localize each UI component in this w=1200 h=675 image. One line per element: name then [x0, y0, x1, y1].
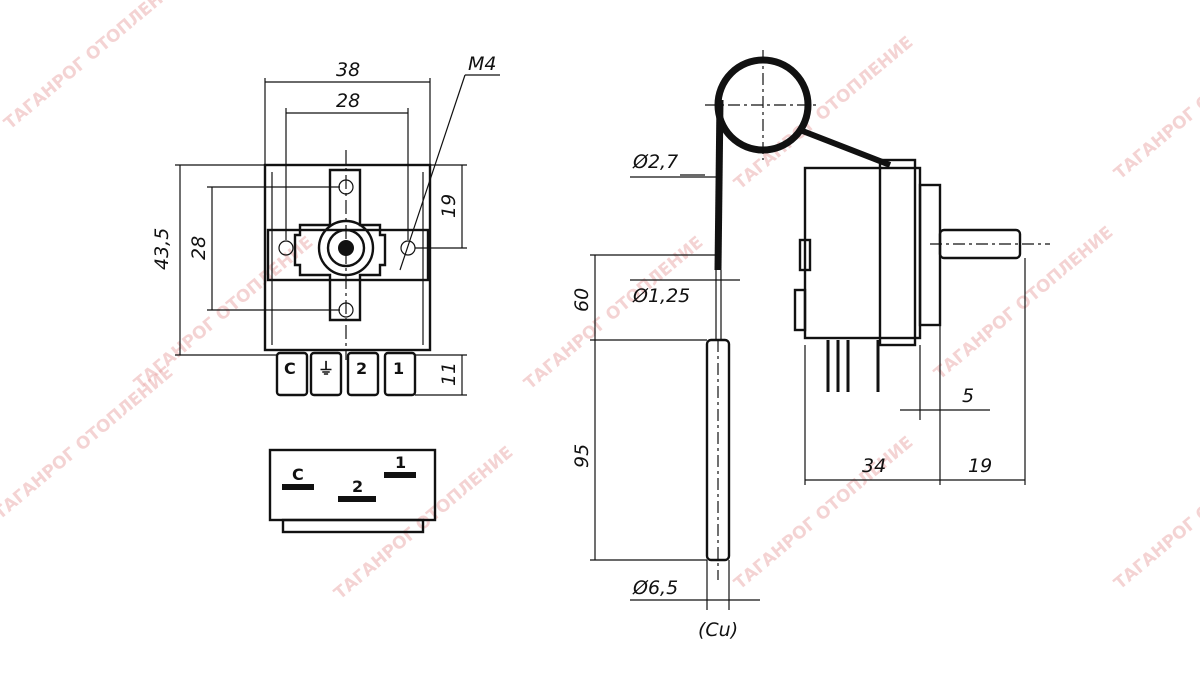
- dim-capillary-dia: Ø2,7: [632, 151, 678, 173]
- bulb-material-cu: (Cu): [698, 619, 738, 641]
- dim-thread-m4: M4: [468, 53, 496, 75]
- svg-text:ТАГАНРОГ ОТОПЛЕНИЕ: ТАГАНРОГ ОТОПЛЕНИЕ: [520, 232, 707, 393]
- terminal-2-label: 2: [356, 359, 367, 378]
- terminal-layout-diagram: C 2 1: [268, 448, 437, 534]
- svg-text:ТАГАНРОГ ОТОПЛЕНИЕ: ТАГАНРОГ ОТОПЛЕНИЕ: [730, 32, 917, 193]
- dim-width-38: 38: [336, 59, 360, 81]
- terminals: C ⏚ 2 1: [275, 351, 417, 397]
- dim-terminal-11: 11: [438, 362, 460, 386]
- dim-capillary-60: 60: [571, 288, 593, 312]
- diagram-label-c: C: [292, 465, 304, 484]
- side-view: Ø2,7 Ø1,25 60 95 Ø6,5 (Cu) 5 34 19: [571, 50, 1050, 641]
- terminal-c-label: C: [284, 359, 296, 378]
- dim-offset-5: 5: [962, 385, 974, 407]
- dim-bulb-dia: Ø6,5: [632, 577, 678, 599]
- dim-wire-dia: Ø1,25: [632, 285, 690, 307]
- dim-offset-19: 19: [438, 194, 460, 218]
- dim-body-34: 34: [862, 455, 886, 477]
- terminal-ground-label: ⏚: [318, 359, 334, 378]
- diagram-label-1: 1: [395, 453, 406, 472]
- svg-text:ТАГАНРОГ ОТОПЛЕНИЕ: ТАГАНРОГ ОТОПЛЕНИЕ: [730, 432, 917, 593]
- svg-text:ТАГАНРОГ ОТОПЛЕНИЕ: ТАГАНРОГ ОТОПЛЕНИЕ: [930, 222, 1117, 383]
- diagram-label-2: 2: [352, 477, 363, 496]
- dim-width-28: 28: [336, 90, 360, 112]
- svg-text:ТАГАНРОГ ОТОПЛЕНИЕ: ТАГАНРОГ ОТОПЛЕНИЕ: [0, 0, 187, 134]
- dim-shaft-19: 19: [968, 455, 992, 477]
- svg-text:ТАГАНРОГ ОТОПЛЕНИЕ: ТАГАНРОГ ОТОПЛЕНИЕ: [1110, 22, 1200, 183]
- dim-height-43-5: 43,5: [151, 228, 173, 270]
- dim-bulb-95: 95: [571, 444, 593, 468]
- svg-text:ТАГАНРОГ ОТОПЛЕНИЕ: ТАГАНРОГ ОТОПЛЕНИЕ: [0, 362, 177, 523]
- terminal-1-label: 1: [393, 359, 404, 378]
- svg-text:ТАГАНРОГ ОТОПЛЕНИЕ: ТАГАНРОГ ОТОПЛЕНИЕ: [1110, 432, 1200, 593]
- front-view: C ⏚ 2 1 38 28 M4 43,5 28 19 11: [151, 53, 500, 397]
- dim-hole-spacing-28: 28: [188, 236, 210, 260]
